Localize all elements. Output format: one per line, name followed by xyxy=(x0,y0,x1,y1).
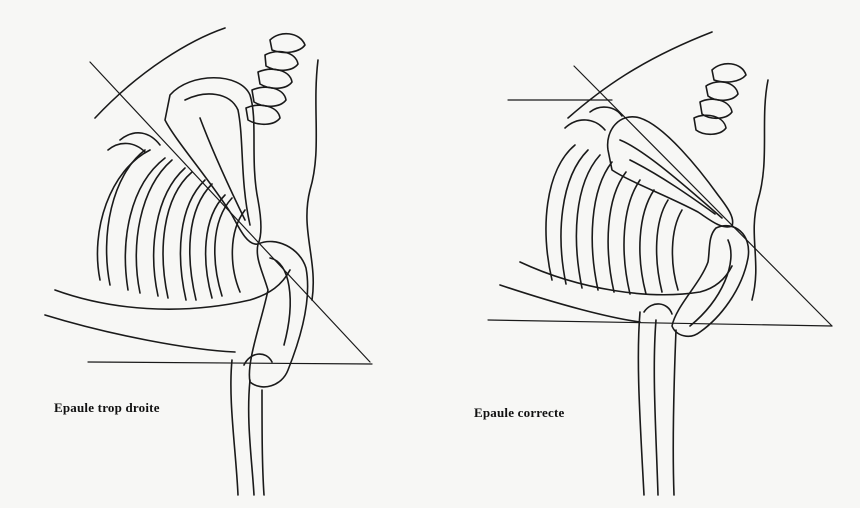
right-ground-line xyxy=(488,320,832,326)
right-vertebrae xyxy=(694,64,746,135)
left-sternum xyxy=(55,270,290,309)
right-back-outline xyxy=(752,80,768,300)
right-caption: Epaule correcte xyxy=(474,405,564,421)
left-ribs xyxy=(97,133,245,300)
right-humerus xyxy=(672,226,749,337)
left-caption: Epaule trop droite xyxy=(54,400,160,416)
right-skeleton xyxy=(488,32,832,495)
left-vertebrae xyxy=(246,34,305,125)
left-forearm xyxy=(231,360,238,495)
left-scapula xyxy=(165,78,261,244)
right-ribs xyxy=(546,107,682,294)
right-neck-outline xyxy=(568,32,712,118)
right-forearm xyxy=(638,312,644,495)
left-skeleton xyxy=(45,28,372,495)
left-back-outline xyxy=(307,60,318,300)
left-ground-line xyxy=(88,362,372,364)
left-neck-outline xyxy=(95,28,225,118)
